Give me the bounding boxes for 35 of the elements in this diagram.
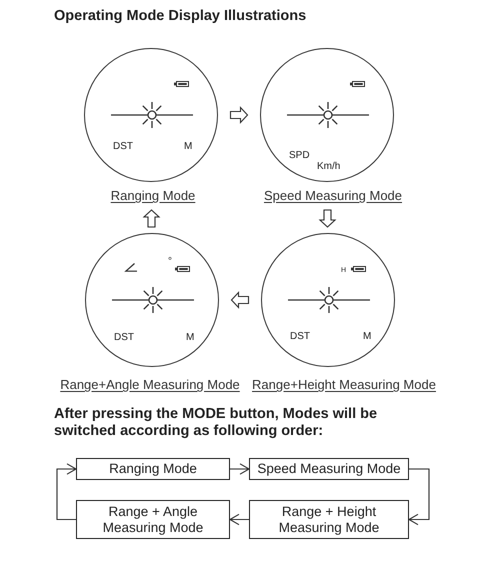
readout-text: M: [184, 141, 192, 153]
flow-arrow: [408, 468, 430, 526]
readout-text: DST: [290, 331, 310, 343]
readout-text: SPD: [289, 150, 310, 162]
mode-name: Range + Height Measuring Mode: [278, 504, 380, 536]
mode-name: Ranging Mode: [109, 461, 197, 477]
mode-box: [76, 458, 230, 480]
flow-arrow: [230, 463, 250, 475]
readout-text: DST: [113, 141, 133, 153]
display-circle: [260, 48, 394, 182]
mode-caption: Range+Angle Measuring Mode: [60, 377, 240, 393]
mode-box: [76, 500, 230, 539]
readout-text: Km/h: [317, 161, 340, 173]
mode-box: [249, 458, 409, 480]
flow-arrow: [56, 463, 77, 520]
readout-text: °: [168, 256, 172, 268]
page-title: Operating Mode Display Illustrations: [54, 7, 306, 25]
flow-arrow: [229, 514, 249, 526]
block-arrow: [318, 209, 336, 228]
display-circle: [85, 233, 219, 367]
readout-text: M: [363, 331, 372, 343]
block-arrow: [142, 209, 160, 228]
readout-text: DST: [114, 332, 134, 344]
mode-box: [249, 500, 409, 539]
block-arrow: [230, 291, 250, 309]
display-circle: [84, 48, 218, 182]
mode-caption: Speed Measuring Mode: [264, 188, 402, 204]
instruction-heading: After pressing the MODE button, Modes will be switched according as following order:: [54, 406, 378, 440]
mode-caption: Ranging Mode: [110, 188, 196, 204]
mode-name: Range + Angle Measuring Mode: [102, 504, 204, 536]
mode-caption: Range+Height Measuring Mode: [252, 377, 436, 393]
block-arrow: [230, 106, 248, 124]
display-circle: [261, 233, 395, 367]
mode-name: Speed Measuring Mode: [257, 461, 401, 477]
readout-text: M: [186, 332, 194, 344]
